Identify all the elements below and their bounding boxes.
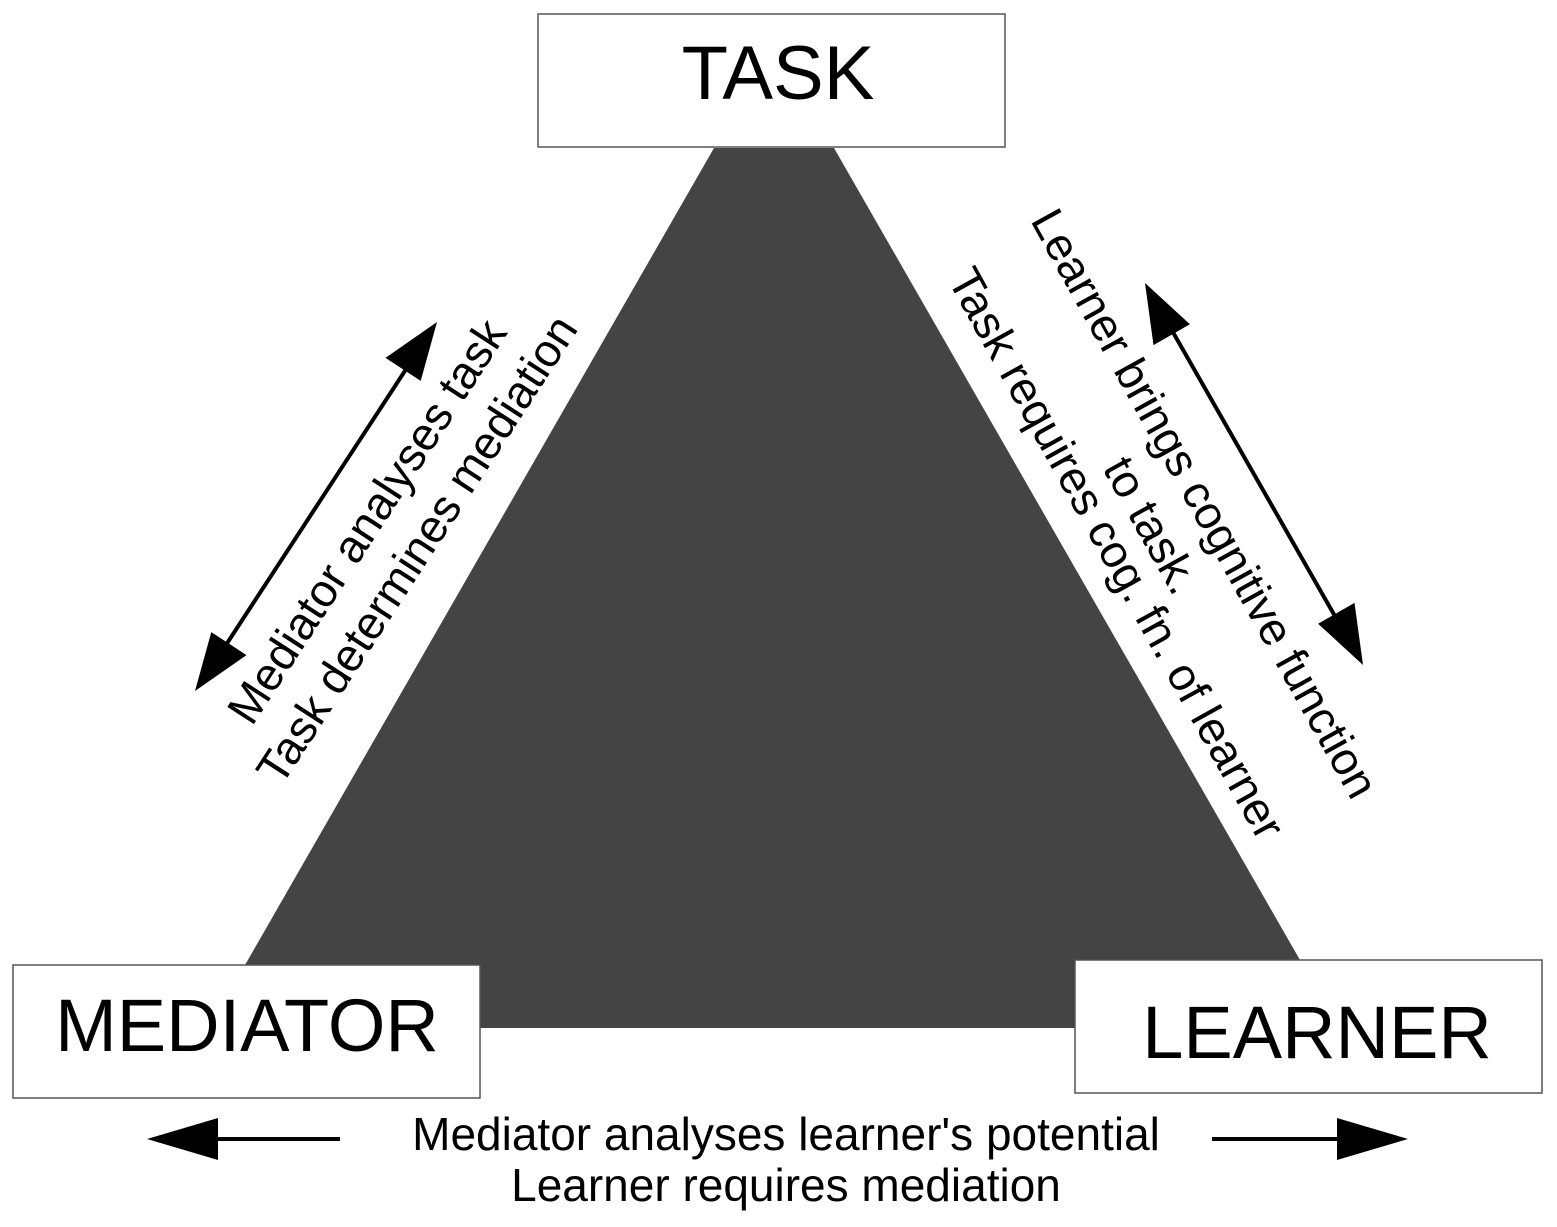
arrowhead-icon [1145, 283, 1190, 346]
node-learner-box [1074, 959, 1543, 1094]
edge-mediator-learner-arrow-right [1212, 1118, 1408, 1160]
arrowhead-icon [1337, 1118, 1408, 1160]
arrowhead-icon [1318, 602, 1363, 665]
arrowhead-icon [195, 632, 247, 691]
node-mediator-label: MEDIATOR [55, 984, 439, 1067]
node-mediator-box [12, 964, 481, 1099]
node-task-box [537, 13, 1006, 148]
node-learner: LEARNER [1074, 959, 1543, 1094]
node-mediator: MEDIATOR [12, 964, 481, 1099]
edge-mediator-task-arrow-shaft [220, 355, 416, 653]
node-task-label: TASK [682, 31, 875, 116]
node-task: TASK [537, 13, 1006, 148]
edge-task-learner-arrow [1145, 283, 1363, 665]
node-learner-label: LEARNER [1142, 991, 1492, 1074]
edge-mediator-learner-arrow-left [147, 1118, 340, 1160]
edge-mediator-task-arrow [195, 322, 437, 691]
arrowhead-icon [385, 322, 437, 381]
arrowhead-icon [147, 1118, 218, 1160]
edge-mediator-learner: Mediator analyses learner's potential Le… [147, 1108, 1408, 1211]
edge-task-learner-arrow-shaft [1164, 319, 1342, 626]
central-triangle [245, 148, 1300, 1028]
edge-mediator-learner-label-line2: Learner requires mediation [511, 1159, 1061, 1211]
edge-mediator-learner-label-line1: Mediator analyses learner's potential [412, 1108, 1160, 1160]
